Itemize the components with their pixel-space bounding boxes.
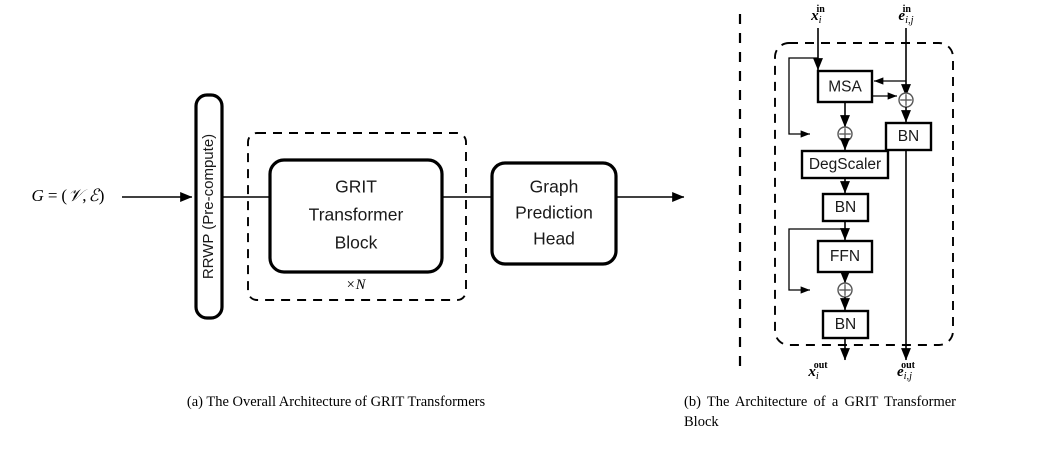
rrwp-precompute-box <box>194 93 224 320</box>
x-in-base: x <box>810 8 819 24</box>
caption-panel-b: (b) The Architecture of a GRIT Transform… <box>684 394 956 430</box>
head-line-3: Head <box>533 229 575 249</box>
degscaler-label: DegScaler <box>809 156 881 173</box>
bn-node-2-label: BN <box>835 316 857 333</box>
input-node-feature-label: xiin <box>810 4 825 26</box>
repeat-n-glyph: N <box>355 277 367 293</box>
head-line-1: Graph <box>530 177 579 197</box>
caption-panel-a: (a) The Overall Architecture of GRIT Tra… <box>186 394 486 410</box>
bn-edge-label: BN <box>898 128 920 145</box>
e-out-base: e <box>897 364 904 380</box>
bn-node-block-1 <box>821 192 870 223</box>
x-in-sub: i <box>819 15 822 26</box>
input-edge-feature-label: ei,jin <box>898 4 913 26</box>
output-node-feature-label: xiout <box>807 360 828 382</box>
ffn-block <box>816 239 874 274</box>
e-out-sub: i,j <box>904 371 913 382</box>
e-out-sup: out <box>901 360 916 371</box>
msa-label: MSA <box>828 79 862 96</box>
add-node-2 <box>837 282 853 298</box>
add-node-1 <box>837 126 853 142</box>
grit-block-line-1: GRIT <box>335 177 377 197</box>
x-out-sup: out <box>814 360 829 371</box>
grit-repeat-dashed-container <box>247 132 467 301</box>
graph-prediction-head-box <box>490 161 618 266</box>
graph-input-label: G=(𝒱,ℰ) <box>32 186 105 205</box>
add-edge-node <box>898 92 914 108</box>
x-out-sub: i <box>816 371 819 382</box>
e-in-sup: in <box>903 4 912 15</box>
e-in-sub: i,j <box>905 15 914 26</box>
repeat-count-label: ×N <box>347 277 367 293</box>
ffn-label: FFN <box>830 248 860 265</box>
residual-skip-node-2 <box>788 228 845 294</box>
e-in-base: e <box>898 8 905 24</box>
msa-block <box>816 69 874 104</box>
grit-transformer-block-box <box>268 158 444 274</box>
bn-node-1-label: BN <box>835 199 857 216</box>
residual-skip-node-1 <box>788 57 818 138</box>
x-out-base: x <box>807 364 816 380</box>
bn-edge-block <box>884 121 933 152</box>
grit-block-line-2: Transformer <box>309 205 404 225</box>
repeat-times-glyph: × <box>347 277 355 293</box>
transformer-block-dashed-container <box>774 42 954 346</box>
x-in-sup: in <box>817 4 826 15</box>
grit-block-line-3: Block <box>335 233 378 253</box>
graph-symbol-g: G <box>32 186 44 205</box>
output-edge-feature-label: ei,jout <box>897 360 916 382</box>
head-line-2: Prediction <box>515 203 593 223</box>
